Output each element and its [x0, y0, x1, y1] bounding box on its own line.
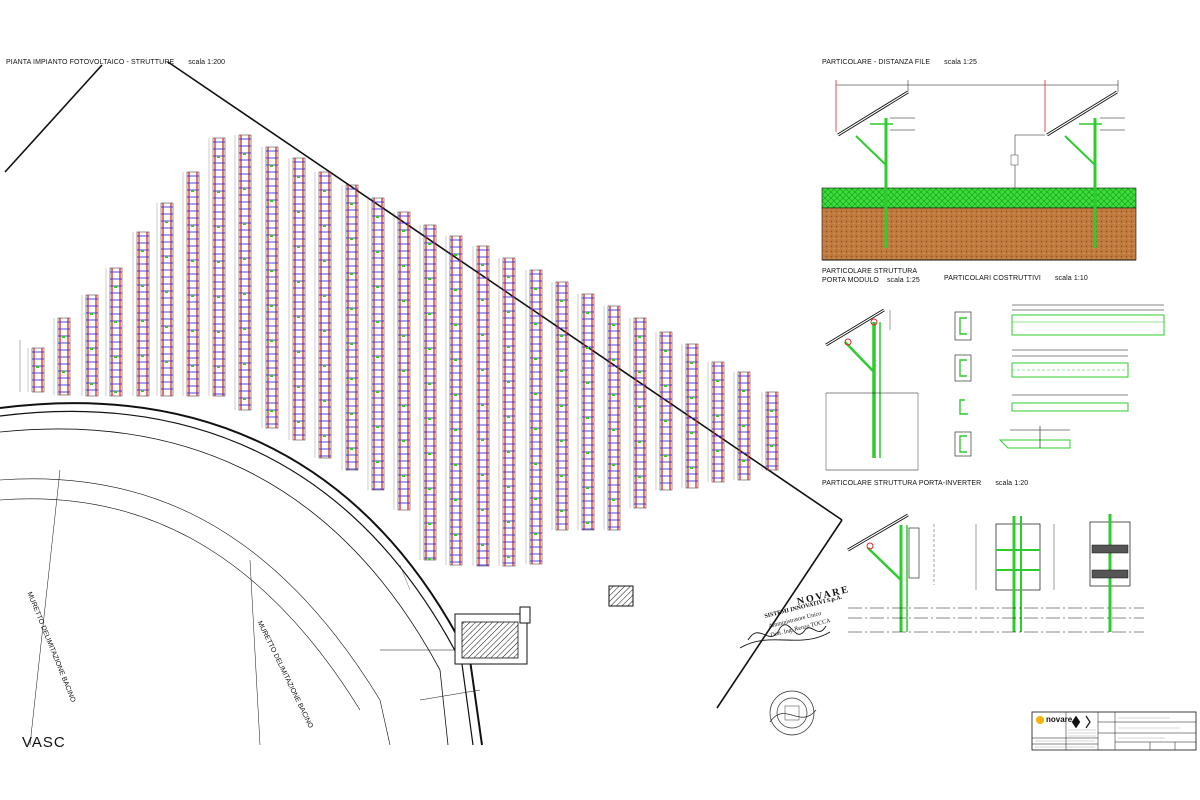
pv-row: [156, 202, 174, 397]
pv-module-rows: [27, 134, 779, 567]
site-boundary: [4, 61, 843, 709]
detail-structure-title-2: PORTA MODULO scala 1:25: [822, 277, 920, 284]
detail-structure-scale: scala 1:25: [886, 277, 920, 284]
pv-row: [261, 146, 279, 429]
basin-outlet: [454, 606, 531, 665]
detail-module-support: [825, 308, 919, 471]
detail-inverter-scale: scala 1:20: [995, 480, 1029, 487]
pv-row: [288, 157, 306, 441]
detail-construction-parts: [954, 304, 1165, 457]
pv-row: [629, 317, 647, 509]
pv-row: [105, 267, 123, 397]
pv-row: [53, 317, 71, 396]
plan-title: PIANTA IMPIANTO FOTOVOLTAICO - STRUTTURE…: [6, 59, 225, 66]
pv-row: [603, 305, 621, 531]
pv-row: [761, 391, 779, 471]
detail-inverter-title-text: PARTICOLARE STRUTTURA PORTA-INVERTER: [822, 480, 982, 487]
plan-scale: scala 1:200: [188, 59, 226, 66]
title-block-lines: [1035, 717, 1180, 748]
pv-row: [655, 331, 673, 491]
detail-structure-title-1: PARTICOLARE STRUTTURA: [822, 268, 917, 275]
pv-row: [525, 269, 543, 565]
pv-row: [341, 184, 359, 471]
pv-row: [577, 293, 595, 531]
detail-inverter-support: [847, 513, 1144, 633]
detail-rows-scale: scala 1:25: [944, 59, 978, 66]
pv-row: [419, 224, 437, 561]
pv-row: [234, 134, 252, 411]
detail-construction-scale: scala 1:10: [1054, 275, 1088, 282]
pv-row: [367, 197, 385, 491]
pv-row: [314, 171, 332, 459]
corner-label: VASC: [22, 734, 66, 751]
grass-layer: [821, 187, 1137, 209]
pv-row: [707, 361, 725, 483]
detail-construction-title-text: PARTICOLARI COSTRUTTIVI: [944, 275, 1041, 282]
basin-walls: [0, 402, 483, 746]
titleblock-brand: novare: [1046, 715, 1073, 724]
pv-row: [498, 257, 516, 567]
pv-row: [445, 235, 463, 566]
signature: [739, 624, 831, 649]
pv-row: [182, 171, 200, 397]
soil-layer: [821, 207, 1137, 261]
plan-title-text: PIANTA IMPIANTO FOTOVOLTAICO - STRUTTURE: [6, 59, 175, 66]
pv-row: [208, 137, 226, 397]
detail-structure-title-line2: PORTA MODULO: [822, 277, 879, 284]
detail-inverter-title: PARTICOLARE STRUTTURA PORTA-INVERTER scal…: [822, 480, 1028, 487]
pv-row: [81, 294, 99, 397]
pv-row: [472, 245, 490, 567]
title-block: [1031, 711, 1197, 751]
round-seal: [769, 690, 817, 736]
detail-rows-title: PARTICOLARE - DISTANZA FILE scala 1:25: [822, 59, 977, 66]
pv-row: [132, 231, 150, 397]
detail-construction-title: PARTICOLARI COSTRUTTIVI scala 1:10: [944, 275, 1088, 282]
detail-rows-title-text: PARTICOLARE - DISTANZA FILE: [822, 59, 931, 66]
hatched-plinth: [608, 585, 634, 607]
pv-row: [733, 371, 751, 481]
pv-row: [551, 281, 569, 531]
pv-row: [27, 347, 45, 393]
pv-row: [393, 211, 411, 511]
detail-row-distance: [821, 80, 1137, 261]
row-dimension-marks: [19, 340, 411, 591]
detail-structure-title-line1: PARTICOLARE STRUTTURA: [822, 268, 918, 275]
pv-row: [681, 343, 699, 489]
